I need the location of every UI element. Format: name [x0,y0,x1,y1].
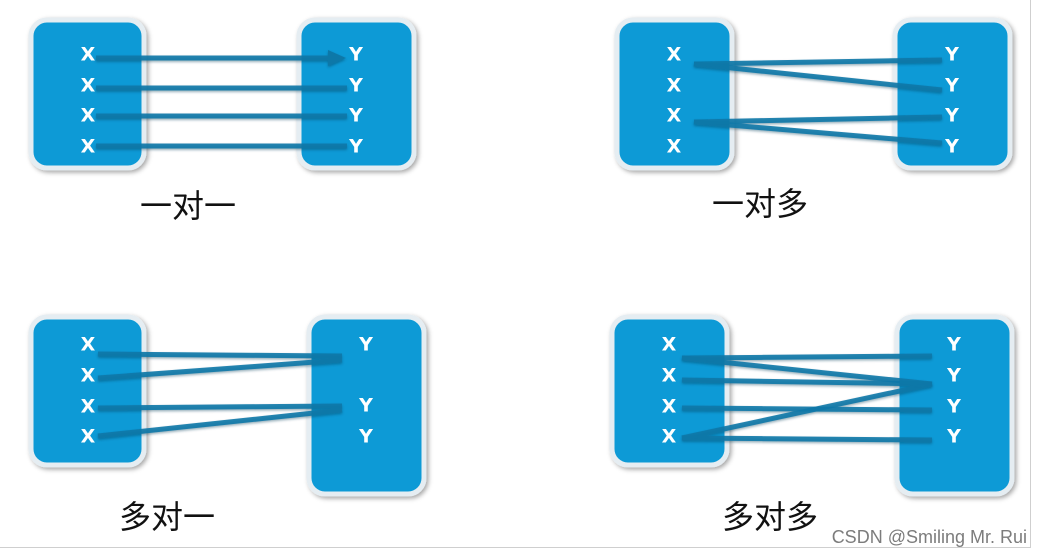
x-label: X [81,75,96,97]
y-label: Y [358,426,373,448]
x-label: X [662,396,677,418]
x-label: X [667,136,682,158]
connector-group [97,351,343,439]
x-label: X [667,44,682,66]
panel-many-to-one: X X X X Y Y Y 多对一 [28,314,427,536]
connector-group [681,353,933,443]
x-label: X [662,365,677,387]
x-label: X [81,105,96,127]
x-label: X [662,334,677,356]
y-label: Y [358,395,373,417]
y-label: Y [944,136,959,158]
y-label: Y [946,396,961,418]
y-label: Y [944,105,959,127]
y-label: Y [358,334,373,356]
target-set-box [892,17,1013,171]
panel-title: 多对一 [119,498,215,536]
connector-line [693,119,943,146]
connector-line [681,435,933,443]
connector-line [97,357,343,381]
panel-one-to-one: X X X X Y Y Y Y 一对一 [28,17,417,225]
x-label: X [81,334,96,356]
connector-line [97,351,343,359]
x-label: X [81,44,96,66]
y-label: Y [348,105,363,127]
panel-title: 一对多 [712,185,808,223]
x-label: X [667,105,682,127]
y-label: Y [946,334,961,356]
x-label: X [81,136,96,158]
arrowhead-icon [328,50,346,66]
connector-line [693,114,943,125]
x-label: X [667,75,682,97]
panel-many-to-many: X X X X Y Y Y Y 多对多 [609,314,1015,536]
source-set-box [609,314,730,468]
x-label: X [81,396,96,418]
y-label: Y [944,75,959,97]
panel-title: 一对一 [140,187,236,225]
y-label: Y [946,365,961,387]
x-label: X [81,365,96,387]
y-label: Y [944,44,959,66]
connector-line [97,403,343,411]
panel-title: 多对多 [722,498,818,536]
connector-line [681,377,933,387]
connector-group [693,57,943,146]
connector-line [681,355,933,387]
y-label: Y [348,44,363,66]
panel-one-to-many: X X X X Y Y Y Y 一对多 [614,17,1013,223]
y-label: Y [946,426,961,448]
x-label: X [81,426,96,448]
y-label: Y [348,75,363,97]
connector-line [693,61,943,93]
x-label: X [662,426,677,448]
target-set-box [894,314,1015,497]
connector-line [97,407,343,439]
watermark: CSDN @Smiling Mr. Rui [831,527,1027,547]
connector-group [96,50,347,149]
connector-line [681,381,933,441]
connector-line [693,57,943,67]
bottom-border-line [0,547,1031,548]
y-label: Y [348,136,363,158]
right-border-line [1030,0,1031,547]
connector-line [681,353,933,361]
source-set-box [614,17,735,171]
